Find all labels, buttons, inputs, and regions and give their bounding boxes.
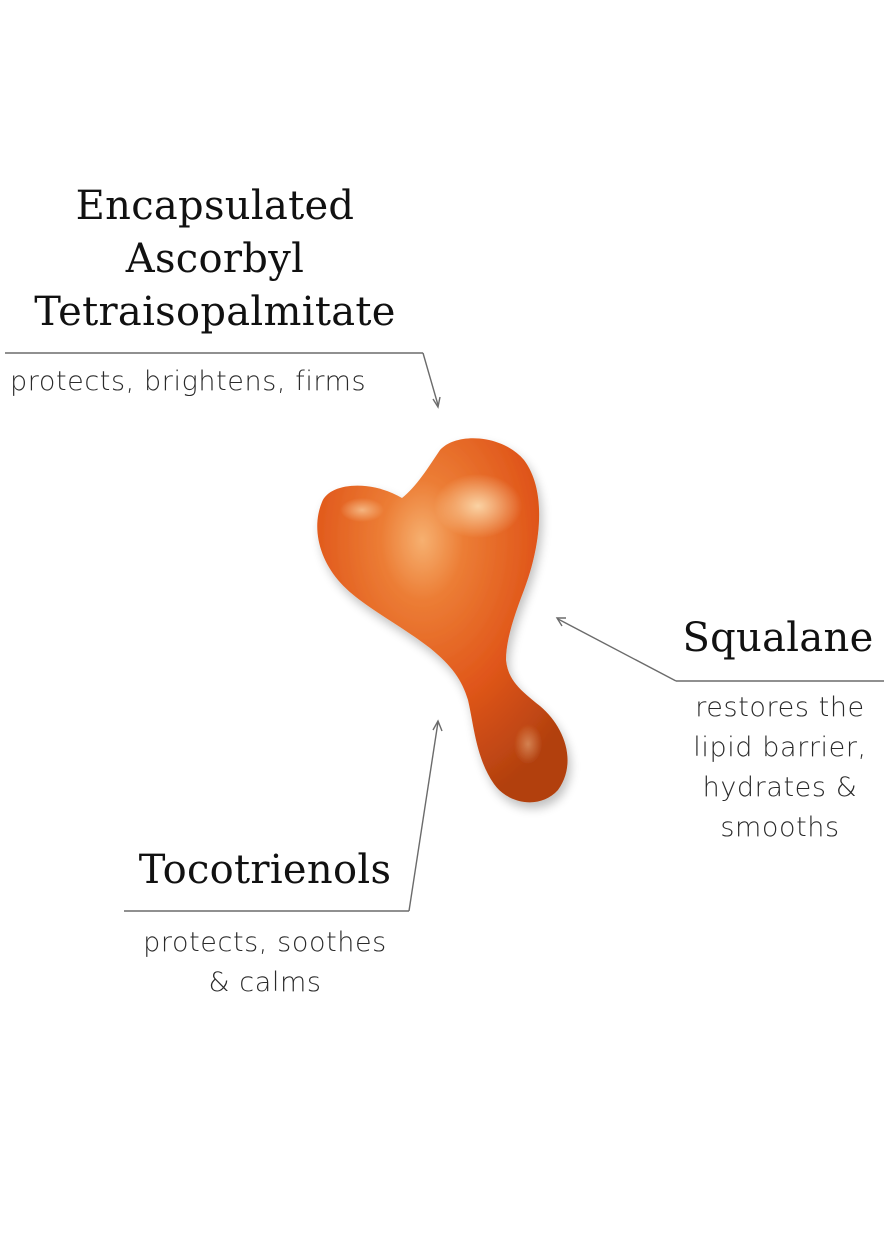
pointer-toco-arrowhead (432, 719, 443, 732)
pointer-squalane-arrowhead (555, 617, 566, 627)
serum-droplet-tail-shine (514, 724, 542, 764)
ingredient-benefit-line: lipid barrier, (693, 732, 867, 763)
serum-droplet-shine (434, 474, 522, 538)
ingredient-benefit-line: restores the (695, 692, 865, 723)
pointer-toco-diagonal (408, 721, 439, 912)
ingredient-name-squalane: Squalane (672, 612, 884, 665)
ingredient-name-line: Tocotrienols (138, 847, 392, 893)
ingredient-name-line: Squalane (682, 615, 874, 661)
pointer-squalane (555, 617, 884, 682)
ingredient-benefit-line: smooths (720, 812, 840, 843)
ingredient-benefit-squalane: restores the lipid barrier, hydrates & s… (676, 688, 884, 848)
pointer-vitc-arrowhead (432, 396, 441, 409)
ingredient-benefit-line: & calms (208, 967, 322, 998)
pointer-tocotrienols (124, 719, 443, 912)
pointer-squalane-diagonal (557, 618, 677, 682)
ingredient-benefit-line: hydrates & (702, 772, 858, 803)
ingredient-name-tocotrienols: Tocotrienols (122, 844, 408, 897)
pointer-vitc (5, 352, 441, 409)
serum-droplet-shine-small (340, 498, 384, 522)
pointer-vitc-diagonal (422, 352, 439, 406)
ingredient-name-line: Tetraisopalmitate (34, 289, 396, 335)
ingredient-name-ascorbyl: Encapsulated Ascorbyl Tetraisopalmitate (20, 180, 410, 339)
ingredient-benefit-ascorbyl: protects, brightens, firms (10, 362, 420, 402)
ingredient-benefit-line: protects, brightens, firms (10, 366, 367, 397)
ingredient-name-line: Encapsulated (75, 183, 355, 229)
ingredient-benefit-tocotrienols: protects, soothes & calms (110, 923, 420, 1003)
ingredient-benefit-line: protects, soothes (143, 927, 387, 958)
ingredient-name-line: Ascorbyl (125, 236, 305, 282)
serum-droplet (317, 438, 568, 803)
